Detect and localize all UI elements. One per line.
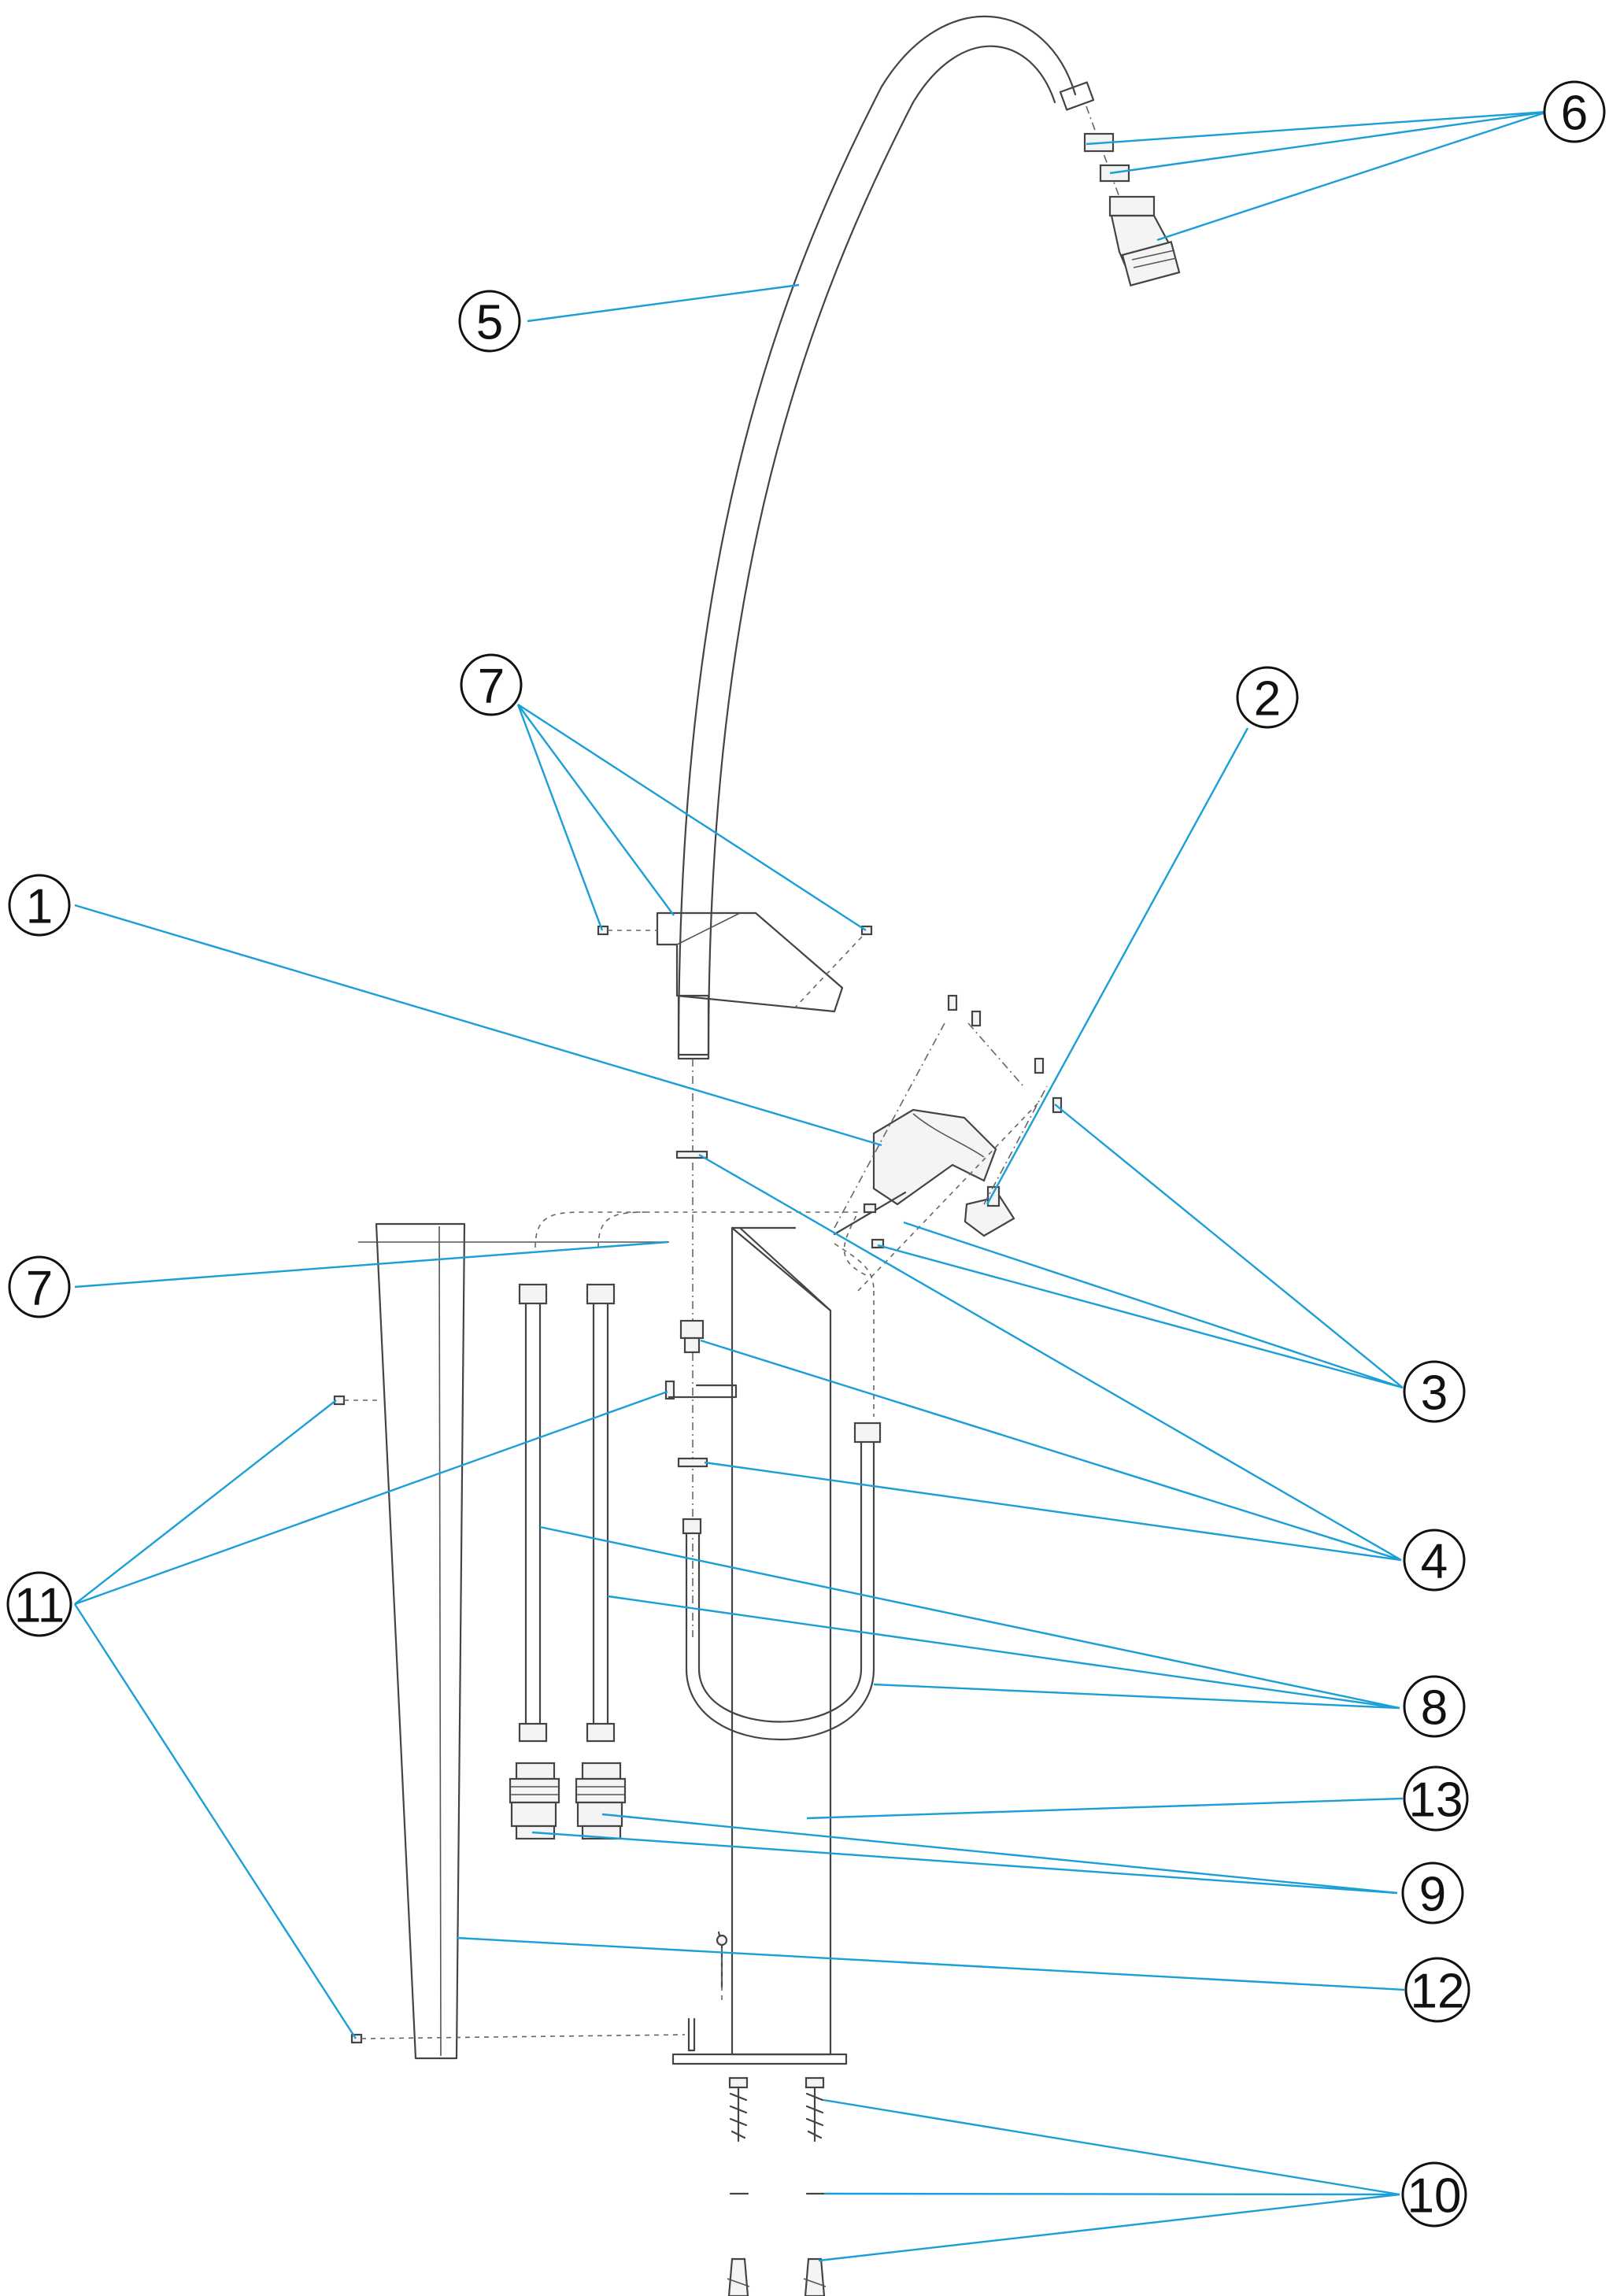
leader-8a: [539, 1525, 1400, 1710]
hose-connectors: [509, 1762, 627, 1840]
parts-drawing: [333, 15, 1181, 2296]
leader-7b: [74, 1240, 668, 1288]
front-cover-panel: [333, 1222, 728, 2060]
leader-1: [74, 904, 882, 1147]
leader-2: [986, 727, 1249, 1205]
shower-column-body: [534, 1211, 875, 2065]
leader-4b: [700, 1339, 1402, 1562]
callout-3: 3: [1403, 1360, 1466, 1423]
leader-4a: [698, 1153, 1402, 1562]
callout-13: 13: [1403, 1765, 1469, 1832]
svg-text:9: 9: [1419, 1868, 1446, 1922]
callout-11: 11: [6, 1571, 72, 1637]
callout-12: 12: [1404, 1957, 1470, 2023]
flexible-hoses: [518, 1283, 882, 1743]
leader-9b: [601, 1813, 1398, 1895]
svg-text:1: 1: [26, 880, 53, 934]
callout-7-mid: 7: [8, 1255, 71, 1318]
leader-6a: [1086, 110, 1548, 146]
anchor-bolts: [727, 2076, 827, 2296]
leader-7a-3: [517, 703, 867, 932]
svg-text:10: 10: [1407, 2169, 1462, 2224]
leader-7a-1: [516, 704, 604, 931]
callout-9: 9: [1401, 1862, 1464, 1924]
leader-12: [456, 1936, 1405, 1991]
svg-text:12: 12: [1411, 1965, 1465, 2019]
callout-6: 6: [1543, 80, 1606, 143]
leader-10a: [823, 2098, 1400, 2196]
leader-8b: [607, 1595, 1400, 1710]
callout-2: 2: [1236, 666, 1299, 729]
leader-8c: [873, 1683, 1400, 1710]
callout-5: 5: [458, 290, 521, 353]
gooseneck-tube: [677, 15, 1095, 1056]
svg-text:3: 3: [1421, 1366, 1448, 1421]
callout-10: 10: [1401, 2161, 1467, 2228]
leader-3c: [877, 1244, 1404, 1389]
callouts: 6 5 7 2 1 7 3 11: [6, 80, 1606, 2228]
leader-5: [527, 283, 800, 323]
svg-text:5: 5: [476, 296, 503, 350]
svg-text:7: 7: [26, 1262, 53, 1316]
leader-13: [806, 1797, 1404, 1820]
svg-text:11: 11: [14, 1579, 65, 1633]
leader-6b: [1109, 110, 1548, 175]
callout-8: 8: [1403, 1675, 1466, 1738]
tube-stub: [677, 994, 710, 1060]
tap-bracket-top: [597, 911, 873, 1013]
leader-11b: [74, 1390, 668, 1606]
svg-text:13: 13: [1409, 1773, 1463, 1828]
callout-7-top: 7: [460, 653, 523, 716]
svg-text:4: 4: [1421, 1535, 1448, 1589]
leader-7a-2: [517, 704, 675, 916]
center-fittings: [664, 1150, 738, 1535]
leader-3a: [1054, 1104, 1404, 1388]
leader-9a: [531, 1831, 1398, 1895]
callout-4: 4: [1403, 1529, 1466, 1592]
svg-text:6: 6: [1561, 87, 1588, 141]
svg-text:2: 2: [1254, 672, 1281, 727]
leader-3b: [903, 1221, 1404, 1389]
leader-6c: [1156, 110, 1548, 242]
leader-11c: [73, 1603, 357, 2039]
valve-handle-assembly: [833, 994, 1063, 1292]
leader-4c: [704, 1461, 1402, 1562]
svg-text:7: 7: [478, 660, 505, 714]
shower-head-set: [1083, 105, 1181, 287]
leader-10c: [818, 2193, 1400, 2262]
callout-1: 1: [8, 874, 71, 937]
leader-11a: [74, 1399, 337, 1605]
leader-lines: [73, 110, 1548, 2262]
svg-text:8: 8: [1421, 1681, 1448, 1736]
